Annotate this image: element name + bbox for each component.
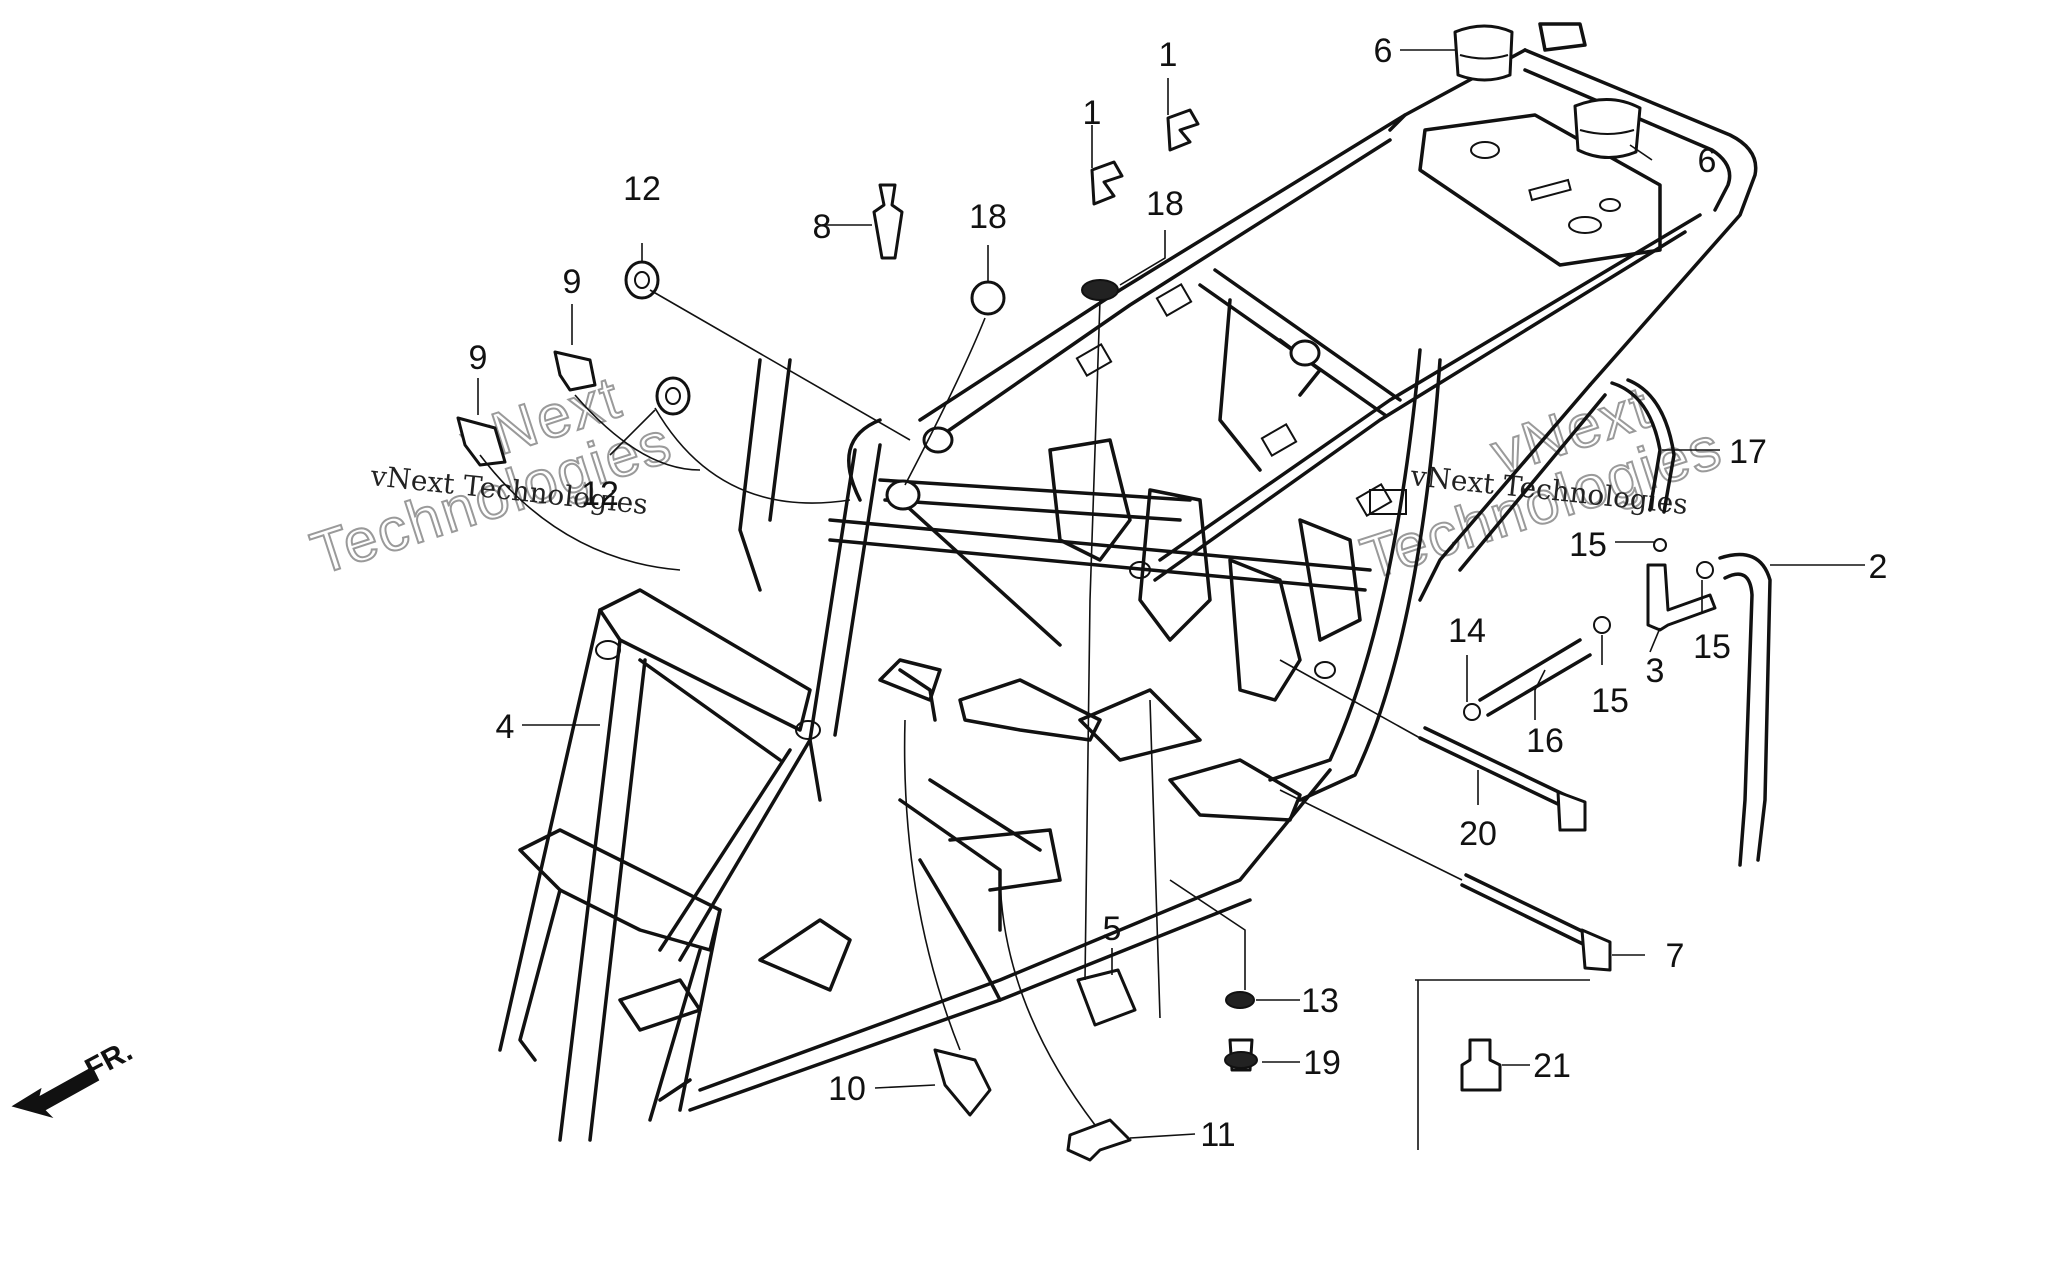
label-12-lower: 12 xyxy=(581,475,619,513)
part-10-clip xyxy=(933,1048,992,1117)
part-9-clip-lower xyxy=(456,416,507,467)
label-1-top: 1 xyxy=(1159,36,1178,74)
part-13-washer xyxy=(1225,991,1255,1009)
label-15-right: 15 xyxy=(1693,628,1731,666)
part-5-collar xyxy=(1076,968,1137,1027)
label-9-upper: 9 xyxy=(563,263,582,301)
front-arrow-icon xyxy=(11,1066,100,1118)
part-17-hose xyxy=(1610,378,1676,514)
leader-lines xyxy=(477,49,1865,1139)
part-21-bolt xyxy=(1460,1038,1502,1092)
main-frame xyxy=(498,22,1758,1142)
watermark-right: vNext Technologies vNext Technologies xyxy=(1352,372,1731,593)
label-19: 19 xyxy=(1303,1044,1341,1082)
part-15-clamps xyxy=(1593,538,1714,634)
part-18-grommet xyxy=(1081,279,1119,301)
part-20-bolt xyxy=(1418,726,1587,832)
part-1-clip-upper xyxy=(1166,108,1200,152)
label-14: 14 xyxy=(1448,612,1486,650)
part-6-grommet-right xyxy=(1573,97,1642,159)
label-15-mid: 15 xyxy=(1591,682,1629,720)
label-6-right: 6 xyxy=(1698,142,1717,180)
label-7: 7 xyxy=(1666,937,1685,975)
label-18-right: 18 xyxy=(1146,185,1184,223)
part-8-fastener xyxy=(872,183,904,260)
part-12-grommet-lower xyxy=(655,376,691,416)
part-2-hose xyxy=(1718,552,1772,867)
part-3-tee-joint xyxy=(1646,563,1717,632)
label-4: 4 xyxy=(496,708,515,746)
label-9-lower: 9 xyxy=(469,339,488,377)
label-13: 13 xyxy=(1301,982,1339,1020)
part-1-clip-lower xyxy=(1090,160,1124,206)
part-19-bolt xyxy=(1224,1038,1258,1072)
part-21-separator xyxy=(1415,979,1590,1150)
part-11-clip xyxy=(1066,1118,1132,1162)
part-14-clamp xyxy=(1463,703,1481,721)
part-6-grommet-top xyxy=(1453,24,1514,82)
label-11: 11 xyxy=(1200,1116,1235,1154)
front-direction-indicator: FR. xyxy=(11,1034,138,1118)
part-18-cap xyxy=(970,280,1006,316)
label-20: 20 xyxy=(1459,815,1497,853)
label-16: 16 xyxy=(1526,722,1564,760)
label-1: 1 xyxy=(1083,94,1102,132)
part-9-clip-upper xyxy=(553,350,597,392)
part-labels: 1 1 6 6 12 8 18 18 9 9 12 17 2 15 15 15 … xyxy=(469,32,1888,1154)
part-7-bolt xyxy=(1460,873,1612,972)
label-8: 8 xyxy=(813,208,832,246)
label-3: 3 xyxy=(1646,652,1665,690)
watermark-left: vNext Technologies vNext Technologies xyxy=(302,362,681,588)
part-16-hose xyxy=(1478,638,1592,717)
label-2: 2 xyxy=(1869,548,1888,586)
label-12-top: 12 xyxy=(623,170,661,208)
label-6-top: 6 xyxy=(1374,32,1393,70)
label-5: 5 xyxy=(1103,910,1122,948)
label-21: 21 xyxy=(1533,1047,1571,1085)
label-17: 17 xyxy=(1729,433,1767,471)
label-15-top: 15 xyxy=(1569,526,1607,564)
label-10: 10 xyxy=(828,1070,866,1108)
label-18-left: 18 xyxy=(969,198,1007,236)
